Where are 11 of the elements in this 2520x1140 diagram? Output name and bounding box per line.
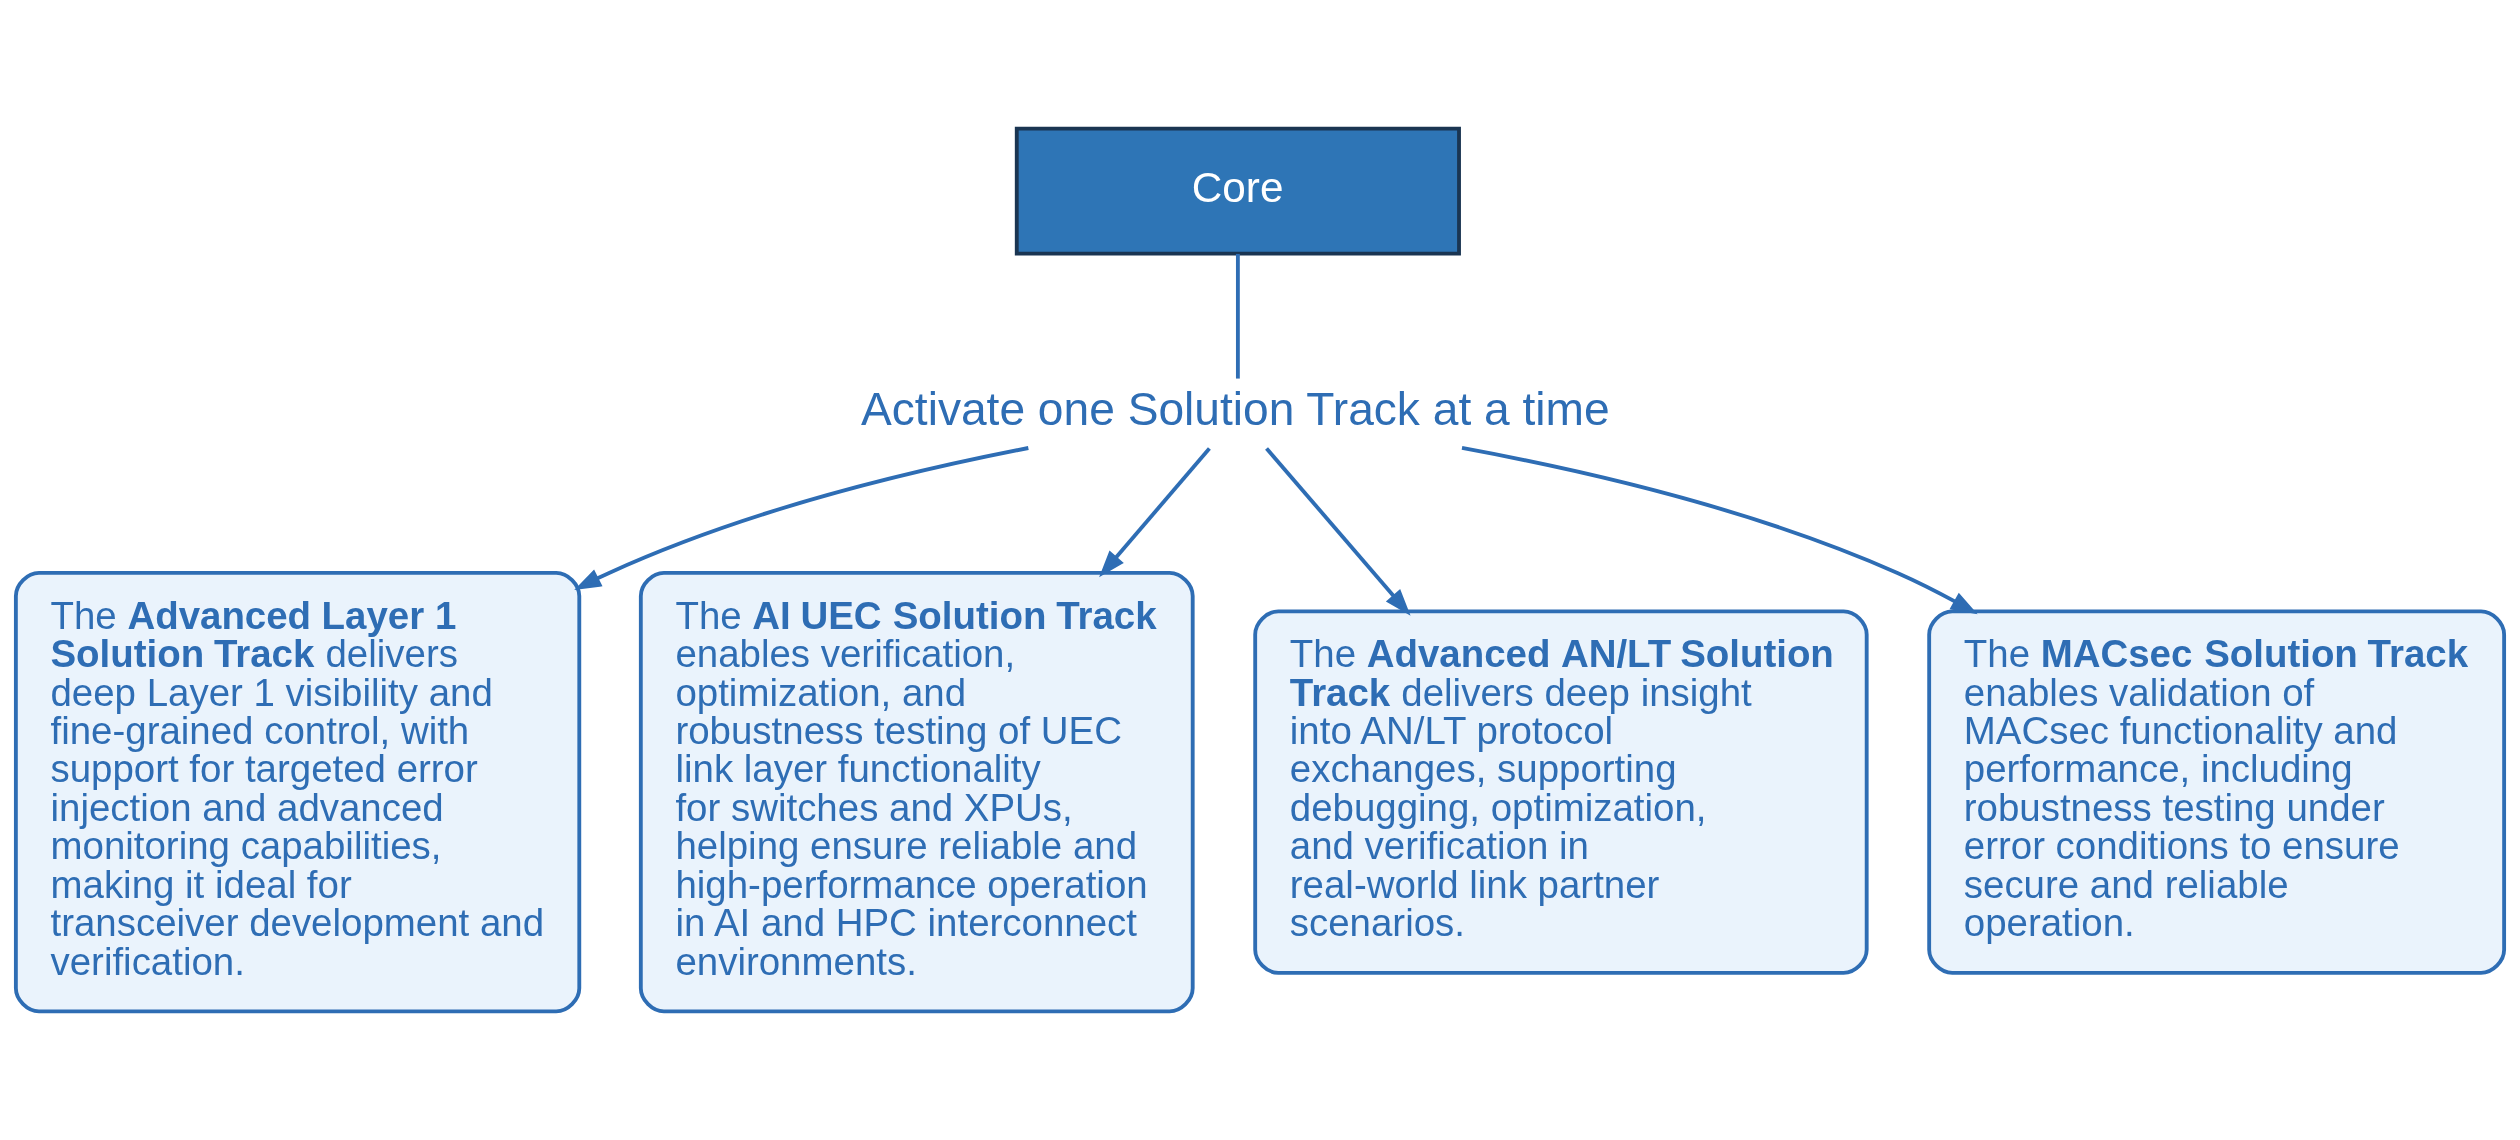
- arrow: [1265, 447, 1411, 616]
- node-box: The Advanced AN/LT Solution Track delivers deep insight into AN/LT protocol exchanges, supporting debugging, optimization, and verification in real-world link partner scenarios.: [1253, 609, 1869, 975]
- node-box: The AI UEC Solution Track enables verification, optimization, and robustness testing of UEC link layer functionality for switches and XPUs, helping ensure reliable and high-performance operation in AI and HPC interconnect environments.: [638, 570, 1195, 1014]
- arrow: [574, 446, 1029, 590]
- arrow: [1099, 447, 1211, 578]
- node-text: Activate one Solution Track at a time: [861, 383, 1610, 436]
- arrow: [1461, 446, 1978, 615]
- connector: [1235, 253, 1240, 379]
- node-box: The Advanced Layer 1 Solution Track delivers deep Layer 1 visibility and fine-grained control, with support for targeted error injection and advanced monitoring capabilities, making it ideal for transceiver development and verification.: [13, 570, 582, 1014]
- node-box: Core: [1014, 126, 1461, 256]
- node-box: The MACsec Solution Track enables validation of MACsec functionality and performance, including robustness testing under error conditions to ensure secure and reliable operation.: [1927, 609, 2507, 975]
